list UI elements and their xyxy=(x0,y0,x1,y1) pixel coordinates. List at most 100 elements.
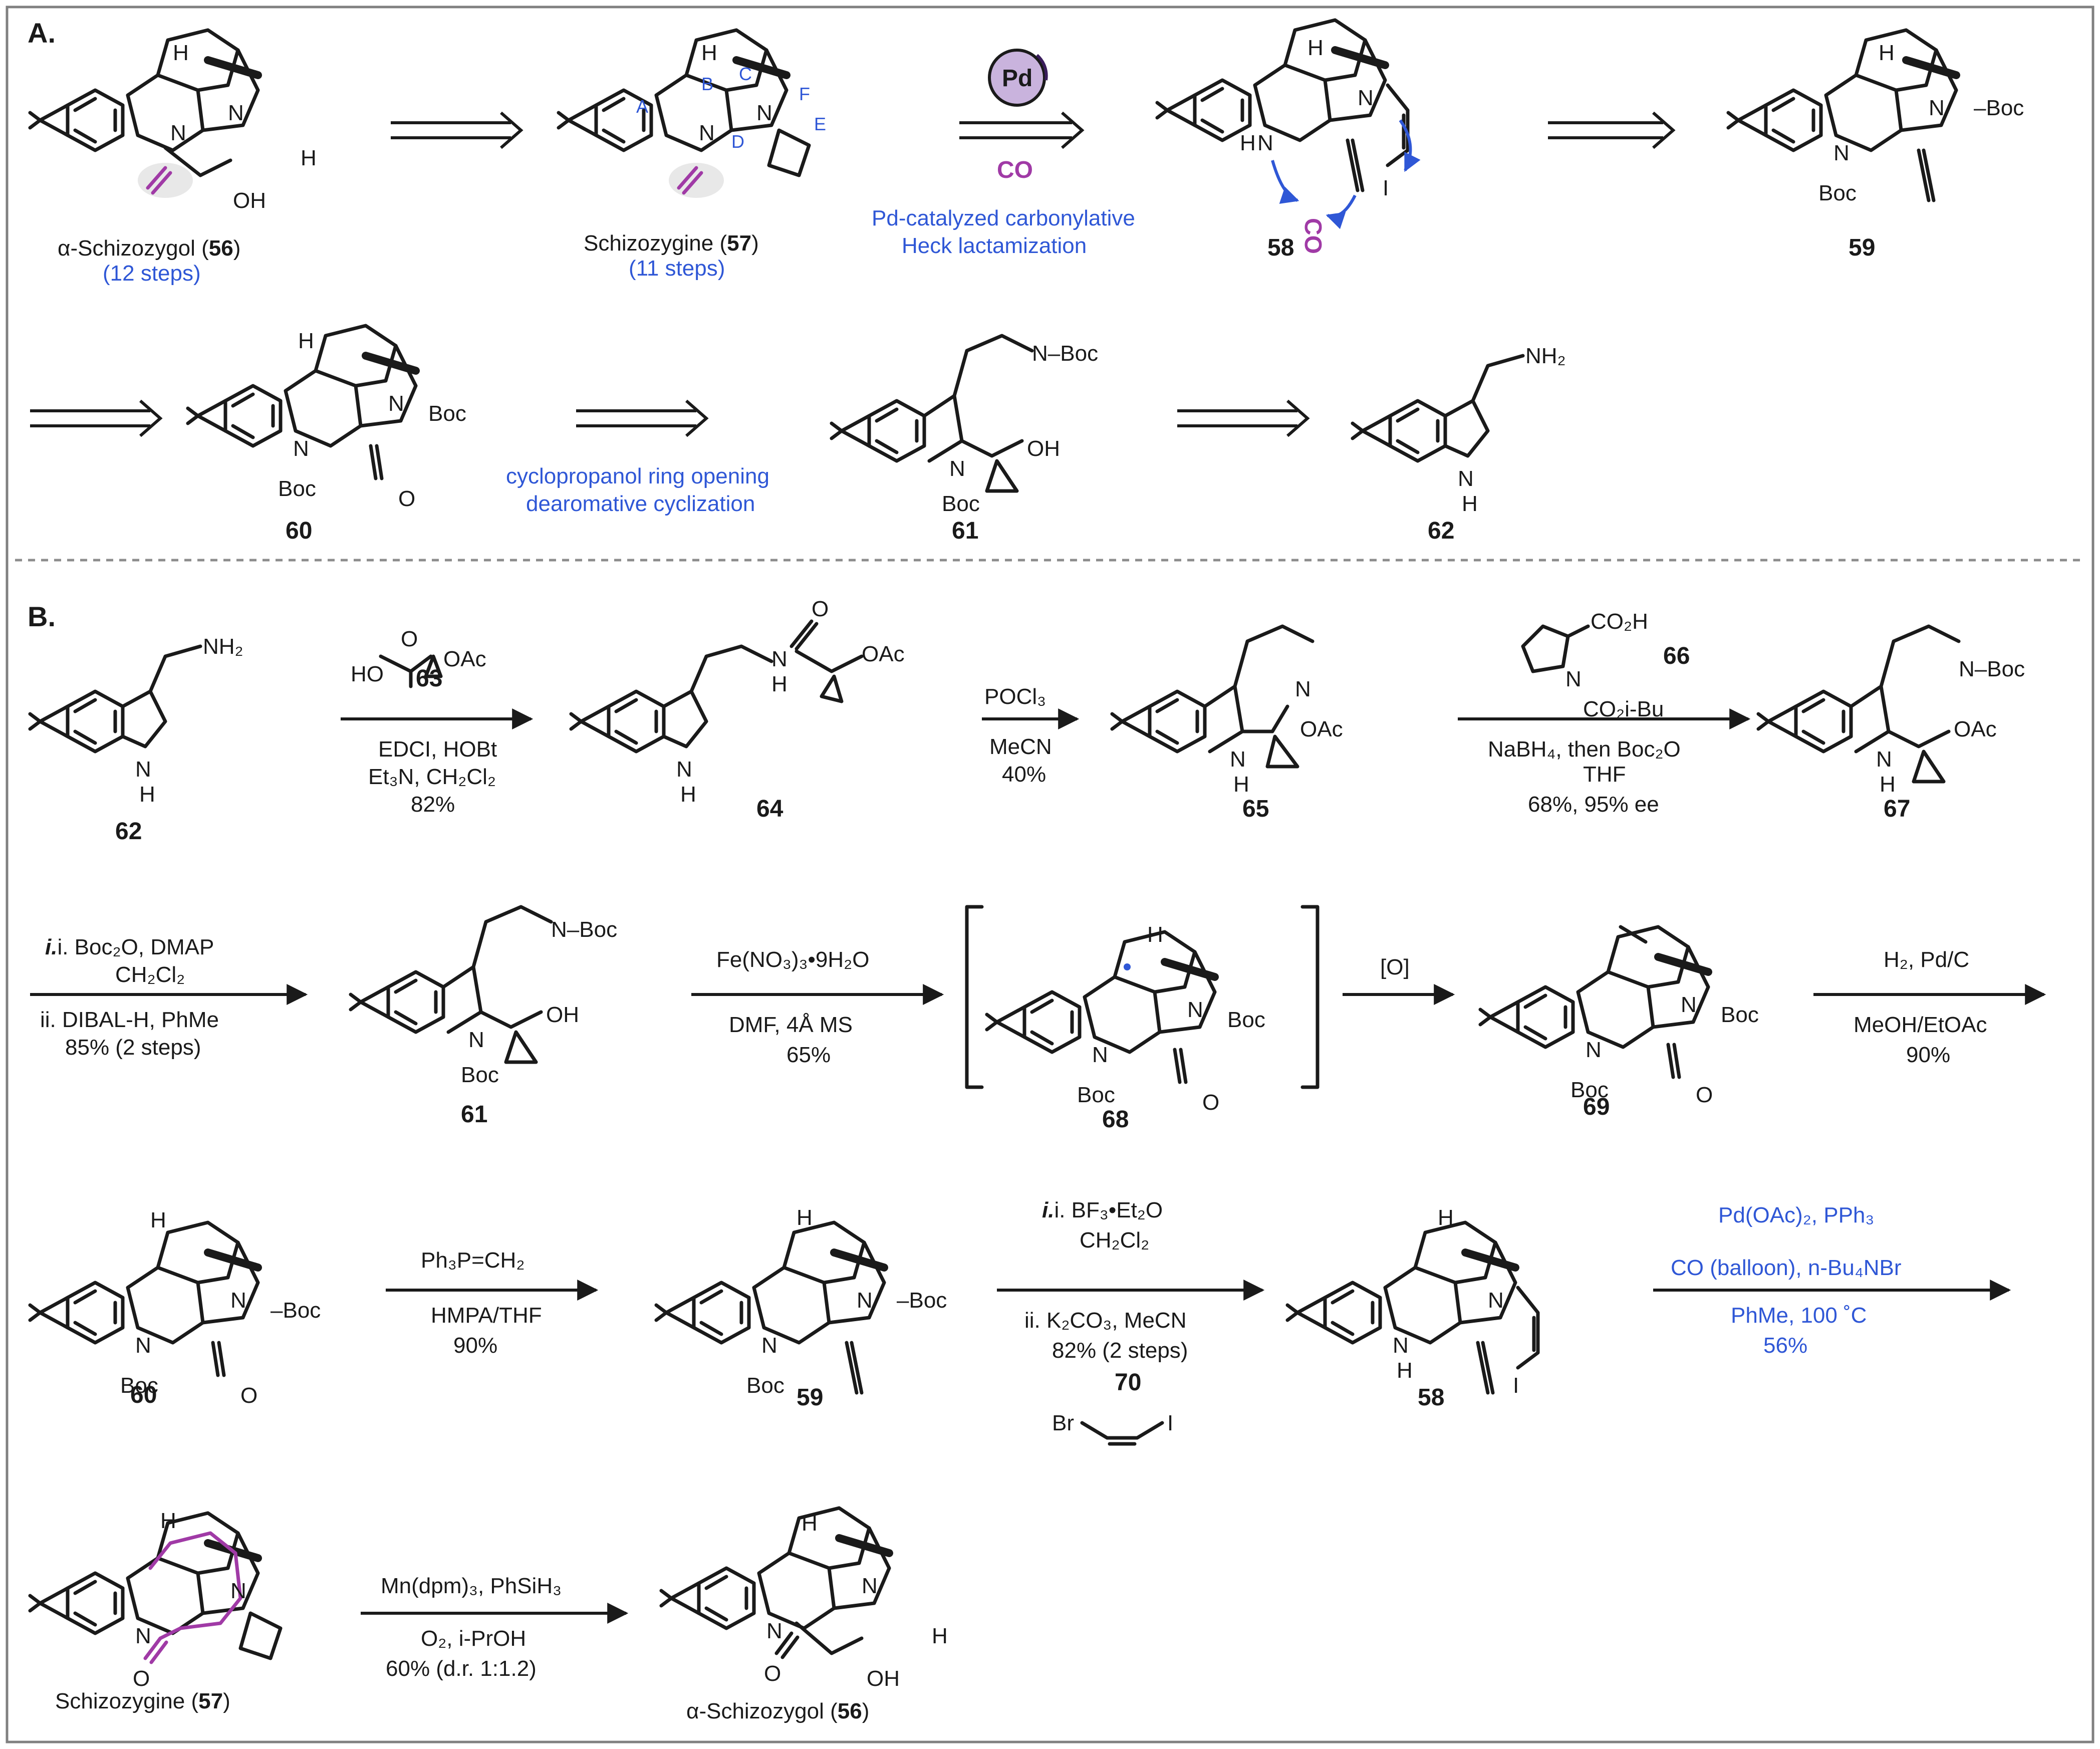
c56-steps: (12 steps) xyxy=(103,261,201,286)
s10-b: CO (balloon), n-Bu₄NBr xyxy=(1671,1256,1902,1280)
retro-arrow-5 xyxy=(576,399,709,437)
svg-text:N: N xyxy=(1565,667,1582,691)
svg-text:Boc: Boc xyxy=(1721,1003,1759,1027)
svg-text:Boc: Boc xyxy=(746,1373,784,1398)
s7-c: 90% xyxy=(1906,1043,1950,1067)
svg-text:N: N xyxy=(1488,1288,1504,1313)
bracket-68 xyxy=(965,905,1320,1089)
c62-label-top: 62 xyxy=(1428,518,1454,544)
svg-text:–Boc: –Boc xyxy=(897,1288,947,1313)
svg-text:H: H xyxy=(797,1205,813,1230)
svg-text:H: H xyxy=(1147,922,1163,947)
s1-a: EDCI, HOBt xyxy=(378,737,497,762)
structure-64: N H N H O OAc xyxy=(571,597,905,807)
svg-text:H: H xyxy=(173,41,189,65)
s10-a: Pd(OAc)₂, PPh₃ xyxy=(1718,1203,1874,1227)
svg-text:N: N xyxy=(862,1574,878,1598)
s4-c: ii. DIBAL-H, PhMe xyxy=(40,1008,219,1032)
svg-text:H: H xyxy=(771,672,788,696)
svg-text:N: N xyxy=(1257,131,1273,155)
c69-label: 69 xyxy=(1583,1094,1610,1120)
scheme-frame xyxy=(6,6,2094,1743)
svg-text:NH₂: NH₂ xyxy=(1525,344,1566,368)
svg-text:H: H xyxy=(932,1624,948,1648)
s5-a: Fe(NO₃)₃•9H₂O xyxy=(716,947,869,972)
svg-text:N: N xyxy=(756,101,772,125)
svg-text:N: N xyxy=(468,1028,484,1052)
co-label: CO xyxy=(997,157,1033,183)
svg-text:OAc: OAc xyxy=(862,642,905,666)
structure-60: N H N –Boc Boc O xyxy=(30,1208,321,1408)
svg-text:H: H xyxy=(1879,41,1895,65)
svg-text:H: H xyxy=(150,1208,166,1232)
c56-label-top: α-Schizozygol (56) xyxy=(58,236,240,261)
cyclo-line2: dearomative cyclization xyxy=(526,491,755,516)
svg-text:H: H xyxy=(298,329,314,353)
s9-a: i.i. BF₃•Et₂O xyxy=(1042,1198,1163,1222)
structure-65: N H N OAc xyxy=(1112,624,1343,797)
svg-text:O: O xyxy=(401,627,418,651)
s9-c: ii. K₂CO₃, MeCN xyxy=(1024,1308,1186,1333)
svg-text:N: N xyxy=(771,647,788,671)
svg-text:OAc: OAc xyxy=(1300,717,1343,741)
s8-c: 90% xyxy=(453,1333,497,1358)
structure-59: N H N –Boc Boc xyxy=(656,1205,947,1398)
retro-arrow-3 xyxy=(1548,111,1676,149)
c58-label-top: 58 xyxy=(1267,234,1294,261)
svg-text:–Boc: –Boc xyxy=(1974,96,2024,120)
svg-text:N: N xyxy=(1092,1043,1108,1067)
svg-text:O: O xyxy=(398,486,415,511)
s8-a: Ph₃P=CH₂ xyxy=(421,1248,524,1273)
s2-b: MeCN xyxy=(989,734,1052,759)
s3-c: 68%, 95% ee xyxy=(1528,792,1659,817)
svg-text:N: N xyxy=(135,1624,151,1648)
svg-text:N: N xyxy=(230,1288,246,1313)
svg-text:I: I xyxy=(1167,1411,1173,1435)
cyclo-line1: cyclopropanol ring opening xyxy=(506,464,769,488)
svg-text:N: N xyxy=(388,391,404,416)
svg-text:OAc: OAc xyxy=(443,647,486,671)
s7-b: MeOH/EtOAc xyxy=(1854,1013,1987,1037)
svg-text:O: O xyxy=(1696,1083,1713,1107)
svg-text:B: B xyxy=(701,74,713,94)
svg-text:OH: OH xyxy=(233,188,266,213)
retro-arrow-1 xyxy=(391,111,523,149)
svg-text:N: N xyxy=(676,757,692,782)
svg-text:N: N xyxy=(1833,141,1850,165)
svg-text:N: N xyxy=(1929,96,1945,120)
c67-label: 67 xyxy=(1884,796,1910,822)
c61-label: 61 xyxy=(461,1101,487,1128)
retro-arrow-6 xyxy=(1177,399,1310,437)
pd-badge: Pd xyxy=(988,49,1048,107)
s4-d: 85% (2 steps) xyxy=(65,1035,201,1060)
svg-text:H: H xyxy=(1307,36,1324,60)
svg-text:N: N xyxy=(135,1333,151,1358)
retro-arrow-2 xyxy=(959,111,1085,149)
structure-62: N H NH₂ xyxy=(30,634,243,807)
s4-a: i.i. Boc₂O, DMAP xyxy=(45,935,214,959)
s11-c: 60% (d.r. 1:1.2) xyxy=(386,1656,537,1681)
c60-label: 60 xyxy=(130,1382,157,1408)
c56-label: α-Schizozygol (56) xyxy=(686,1699,869,1723)
svg-text:OH: OH xyxy=(546,1003,579,1027)
panel-a-label: A. xyxy=(28,17,56,49)
svg-text:N: N xyxy=(135,757,151,782)
svg-text:H: H xyxy=(1880,772,1896,797)
svg-text:N: N xyxy=(228,101,244,125)
svg-text:N: N xyxy=(1187,997,1203,1022)
svg-text:HO: HO xyxy=(351,662,384,686)
c59-label: 59 xyxy=(797,1384,823,1411)
svg-text:O: O xyxy=(812,597,829,621)
svg-text:N: N xyxy=(857,1288,873,1313)
svg-text:Boc: Boc xyxy=(1227,1008,1265,1032)
svg-text:Boc: Boc xyxy=(428,401,466,426)
c57-steps: (11 steps) xyxy=(629,256,725,281)
reagent-66: CO₂H N CO₂i-Bu xyxy=(1521,609,1664,721)
svg-text:Boc: Boc xyxy=(1818,181,1857,205)
svg-text:Br: Br xyxy=(1052,1411,1074,1435)
structure-57: N H N O xyxy=(30,1509,283,1691)
c66-label: 66 xyxy=(1663,643,1690,669)
svg-text:O: O xyxy=(133,1666,150,1691)
structure-57-top: N H N xyxy=(559,30,811,198)
svg-text:Boc: Boc xyxy=(461,1063,499,1087)
